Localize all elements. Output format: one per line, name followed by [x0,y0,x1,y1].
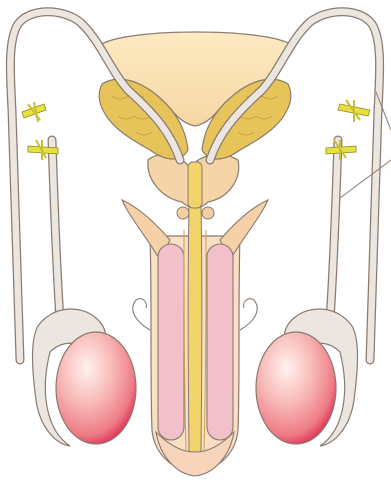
testis-right [256,332,336,444]
ligature-right-lower [326,140,356,160]
testis-left [56,332,136,444]
prostatic-urethra [188,162,202,208]
bulbourethral-gland-left [177,207,189,219]
cord-hook-left [133,299,150,330]
ligature-right-upper [338,100,370,122]
cord-hook-right [240,299,257,330]
corpus-cavernosum-left [158,244,184,440]
bulbourethral-gland-right [202,207,214,219]
urethra [188,200,202,459]
corpus-cavernosum-right [207,244,233,440]
ligature-left-upper [22,102,46,122]
